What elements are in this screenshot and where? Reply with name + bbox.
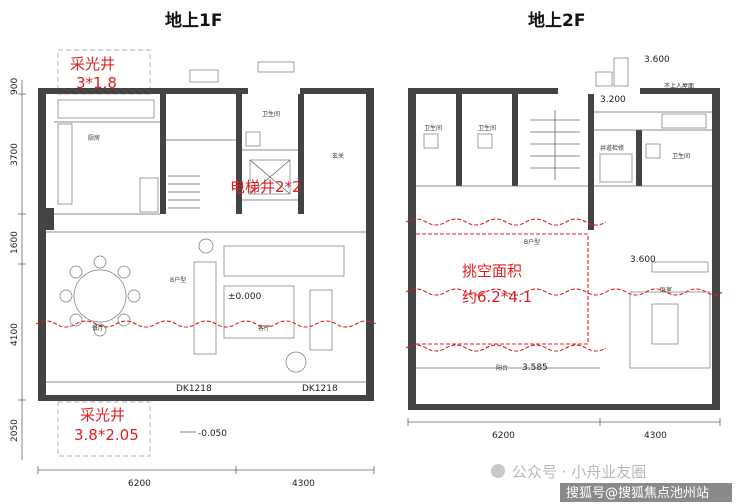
dim-v-900: 900 xyxy=(10,78,20,95)
watermark-line2: 搜狐号@搜狐焦点池州站 xyxy=(566,486,709,501)
room-label-balcony: 阳台 xyxy=(496,364,508,372)
section-line-1f xyxy=(35,320,377,328)
lightwell-bottom-size: 3.8*2.05 xyxy=(74,426,139,444)
elevation-main-1f: ±0.000 xyxy=(228,292,262,302)
elevation-lower-1f: -0.050 xyxy=(198,429,227,439)
shaft-box xyxy=(599,153,633,183)
room-label-shaft: 井道检修 xyxy=(600,144,624,152)
door-label-2: DK1218 xyxy=(302,384,338,394)
elevator-shaft-label: 电梯井2*2 xyxy=(230,178,302,196)
elevation-2f-bedroom: 3.600 xyxy=(630,255,656,265)
kitchen-counter xyxy=(57,99,155,119)
bathtub xyxy=(661,113,707,129)
dim-h-4300-2f: 4300 xyxy=(644,431,667,441)
appliance-b xyxy=(257,61,295,73)
watermark-line1: 公众号 · 小舟业友圈 xyxy=(512,463,646,481)
room-label-bath2f-b: 卫生间 xyxy=(478,124,496,132)
bath2f-b-toilet xyxy=(477,133,493,149)
dim-v-4100: 4100 xyxy=(10,323,20,346)
floor1-interior-lines xyxy=(46,121,366,383)
room-label-roof: 不上人屋面 xyxy=(664,82,694,90)
section-line-2f-bottom xyxy=(405,344,607,352)
room-label-living: 客厅 xyxy=(258,324,270,332)
watermark-bar xyxy=(560,483,732,502)
elevation-2f-roof: 3.600 xyxy=(644,55,670,65)
fridge xyxy=(139,177,159,213)
bed-pillows xyxy=(651,303,679,345)
roof-mark-b xyxy=(613,57,629,87)
dim-h-6200-1f: 6200 xyxy=(128,479,151,489)
floor1-horizontal-dim xyxy=(37,466,375,474)
wardrobe xyxy=(651,261,709,273)
dim-h-6200-2f: 6200 xyxy=(492,431,515,441)
bath2f-c-toilet xyxy=(645,143,661,159)
floor1-walls xyxy=(38,88,374,401)
room-label-b-type-2f: B户型 xyxy=(524,238,540,246)
void-area-label: 挑空面积 xyxy=(462,262,522,280)
floor1-title: 地上1F xyxy=(165,10,222,31)
kitchen-side-counter xyxy=(57,123,73,205)
dim-v-1600: 1600 xyxy=(10,231,20,254)
room-label-entry: 玄关 xyxy=(332,152,344,160)
room-label-bedroom: 卧室 xyxy=(660,286,672,294)
room-label-bath2f-a: 卫生间 xyxy=(424,124,442,132)
elevation-2f-bath: 3.200 xyxy=(600,95,626,105)
door-label-1: DK1218 xyxy=(176,384,212,394)
bath1f-toilet xyxy=(245,131,261,147)
wechat-icon xyxy=(491,464,505,478)
lightwell-top-size: 3*1.8 xyxy=(76,74,117,92)
dim-v-2050: 2050 xyxy=(10,419,20,442)
floor2-horizontal-dim xyxy=(407,418,721,426)
roof-mark-a xyxy=(595,71,613,87)
dim-v-3700: 3700 xyxy=(10,143,20,166)
bath2f-a-toilet xyxy=(423,133,439,149)
floor2-title: 地上2F xyxy=(528,10,585,31)
lightwell-top-box xyxy=(57,49,151,95)
section-line-2f-mid xyxy=(405,288,723,296)
room-label-bath1f: 卫生间 xyxy=(262,110,280,118)
section-line-2f-top xyxy=(405,218,607,226)
room-label-kitchen: 厨房 xyxy=(88,134,100,142)
room-label-dining: 餐厅 xyxy=(92,324,104,332)
void-area-outline xyxy=(416,233,589,345)
floor2-walls xyxy=(408,88,720,410)
floor2-interior-lines xyxy=(416,110,712,369)
room-label-bath2f-c: 卫生间 xyxy=(672,152,690,160)
lightwell-top-label: 采光井 xyxy=(70,55,115,73)
dining-table xyxy=(59,255,141,337)
living-sofa xyxy=(193,238,345,373)
elevation-2f-balcony: 3.585 xyxy=(522,363,548,373)
room-label-b-type-1f: B户型 xyxy=(170,276,186,284)
dim-h-4300-1f: 4300 xyxy=(292,479,315,489)
void-area-size: 约6.2*4.1 xyxy=(462,288,532,306)
floor1-vertical-dim xyxy=(18,80,26,460)
lightwell-bottom-label: 采光井 xyxy=(80,406,125,424)
lightwell-bottom-box xyxy=(57,401,151,457)
appliance-a xyxy=(189,69,219,83)
